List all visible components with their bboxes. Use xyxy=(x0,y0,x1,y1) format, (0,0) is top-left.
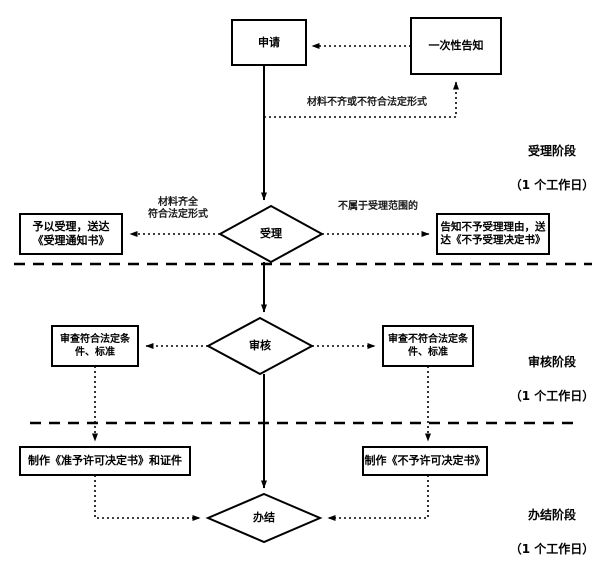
shape-one-time-notice[interactable] xyxy=(410,17,502,75)
shape-accept-decision[interactable] xyxy=(217,204,325,264)
shape-accept-approved[interactable] xyxy=(19,213,123,255)
connectors xyxy=(92,43,459,522)
stage-separators xyxy=(14,262,592,425)
edge-apply-to-notice xyxy=(264,81,459,118)
shape-complete[interactable] xyxy=(205,492,323,544)
edge-granted-to-complete xyxy=(94,475,201,521)
node-shapes xyxy=(19,17,550,544)
shape-review-conforms[interactable] xyxy=(51,325,139,367)
shape-permit-denied[interactable] xyxy=(362,446,488,476)
shape-review-decision[interactable] xyxy=(205,316,315,376)
shape-review-not-conforms[interactable] xyxy=(382,325,474,367)
shape-accept-rejected[interactable] xyxy=(436,213,550,255)
shape-permit-granted[interactable] xyxy=(19,446,191,476)
edge-denied-to-complete xyxy=(327,475,429,522)
shape-apply[interactable] xyxy=(231,19,307,66)
